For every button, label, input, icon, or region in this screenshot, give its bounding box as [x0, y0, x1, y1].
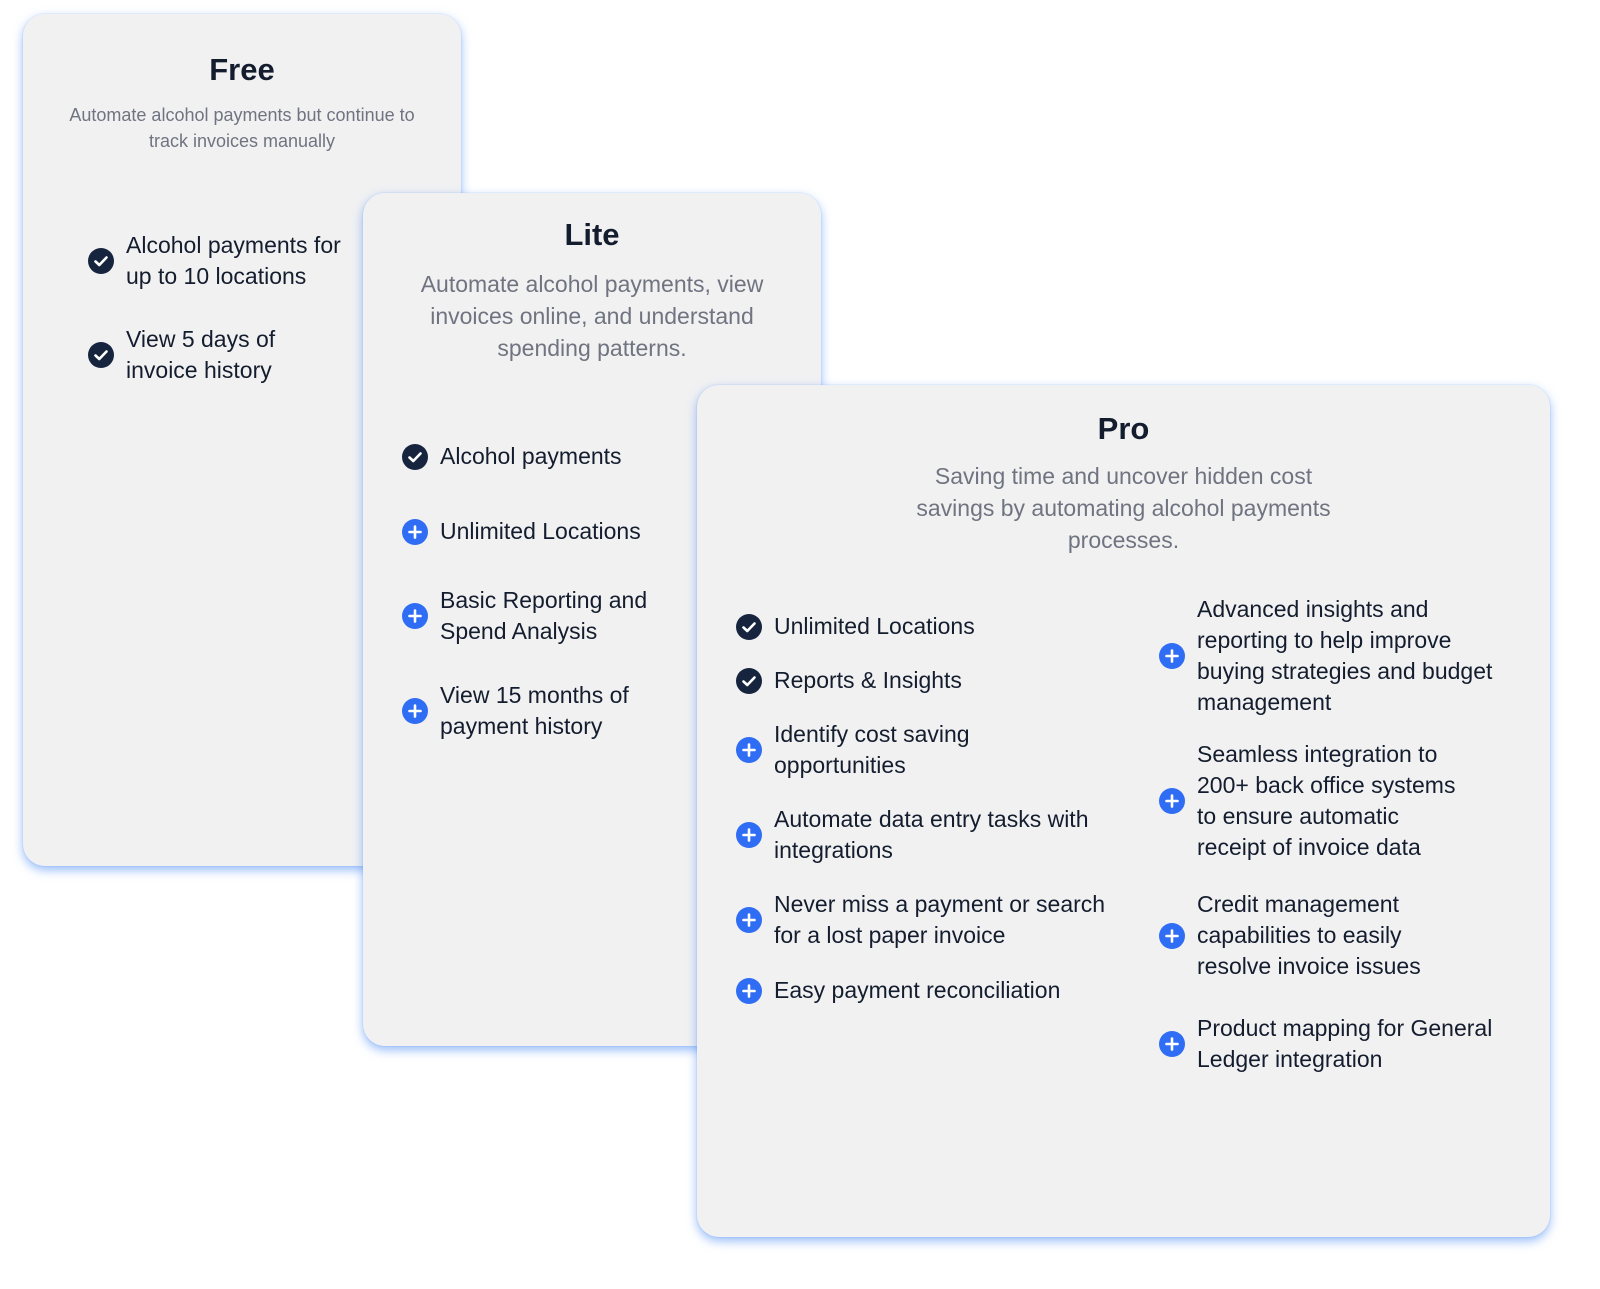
- feature-text: Product mapping for General Ledger integ…: [1197, 1015, 1493, 1072]
- feature-text: Identify cost saving opportunities: [774, 721, 970, 778]
- feature-item: Identify cost saving opportunities: [736, 719, 1016, 781]
- check-icon: [88, 342, 114, 368]
- plan-subtitle: Automate alcohol payments, view invoices…: [420, 271, 764, 361]
- feature-text: Unlimited Locations: [440, 518, 641, 544]
- feature-item: View 15 months of payment history: [402, 680, 682, 742]
- check-icon: [88, 248, 114, 274]
- feature-item: Product mapping for General Ledger integ…: [1159, 1013, 1499, 1075]
- feature-text: View 5 days of invoice history: [126, 326, 276, 383]
- feature-item: Automate data entry tasks with integrati…: [736, 804, 1106, 866]
- plus-icon: [402, 603, 428, 629]
- feature-item: Unlimited Locations: [402, 516, 742, 547]
- feature-text: Basic Reporting and Spend Analysis: [440, 587, 648, 644]
- feature-item: Reports & Insights: [736, 665, 1096, 696]
- feature-text: Credit management capabilities to easily…: [1197, 891, 1421, 979]
- feature-text: Alcohol payments: [440, 443, 622, 469]
- feature-text: Seamless integration to 200+ back office…: [1197, 741, 1456, 860]
- plus-icon: [1159, 1031, 1185, 1057]
- plan-title: Lite: [564, 217, 620, 252]
- feature-text: Automate data entry tasks with integrati…: [774, 806, 1089, 863]
- check-icon: [736, 667, 762, 694]
- feature-item: Never miss a payment or search for a los…: [736, 889, 1116, 951]
- plus-icon: [736, 977, 762, 1004]
- feature-item: Basic Reporting and Spend Analysis: [402, 585, 682, 647]
- plus-icon: [402, 518, 428, 545]
- plus-icon: [736, 907, 762, 933]
- plus-icon: [402, 698, 428, 724]
- plan-title: Free: [209, 52, 275, 87]
- plan-subtitle: Automate alcohol payments but continue t…: [69, 105, 415, 151]
- plus-icon: [1159, 788, 1185, 814]
- feature-text: Unlimited Locations: [774, 613, 975, 639]
- feature-item: View 5 days of invoice history: [88, 324, 328, 386]
- feature-item: Credit management capabilities to easily…: [1159, 889, 1449, 982]
- feature-text: Advanced insights and reporting to help …: [1197, 596, 1493, 715]
- plus-icon: [1159, 922, 1185, 949]
- plan-subtitle: Saving time and uncover hidden cost savi…: [916, 463, 1331, 553]
- plan-title: Pro: [1097, 411, 1150, 446]
- feature-item: Alcohol payments for up to 10 locations: [88, 230, 368, 292]
- feature-item: Alcohol payments: [402, 441, 742, 472]
- check-icon: [402, 443, 428, 470]
- plus-icon: [736, 737, 762, 763]
- feature-item: Advanced insights and reporting to help …: [1159, 594, 1499, 718]
- feature-text: Alcohol payments for up to 10 locations: [126, 232, 341, 289]
- plus-icon: [1159, 643, 1185, 669]
- feature-text: View 15 months of payment history: [440, 682, 629, 739]
- plan-card-pro: Pro Saving time and uncover hidden cost …: [697, 385, 1550, 1237]
- check-icon: [736, 613, 762, 640]
- feature-text: Easy payment reconciliation: [774, 977, 1061, 1003]
- plus-icon: [736, 822, 762, 848]
- feature-item: Unlimited Locations: [736, 611, 1096, 642]
- feature-item: Easy payment reconciliation: [736, 975, 1116, 1006]
- feature-text: Reports & Insights: [774, 667, 962, 693]
- feature-text: Never miss a payment or search for a los…: [774, 891, 1106, 948]
- feature-item: Seamless integration to 200+ back office…: [1159, 739, 1469, 863]
